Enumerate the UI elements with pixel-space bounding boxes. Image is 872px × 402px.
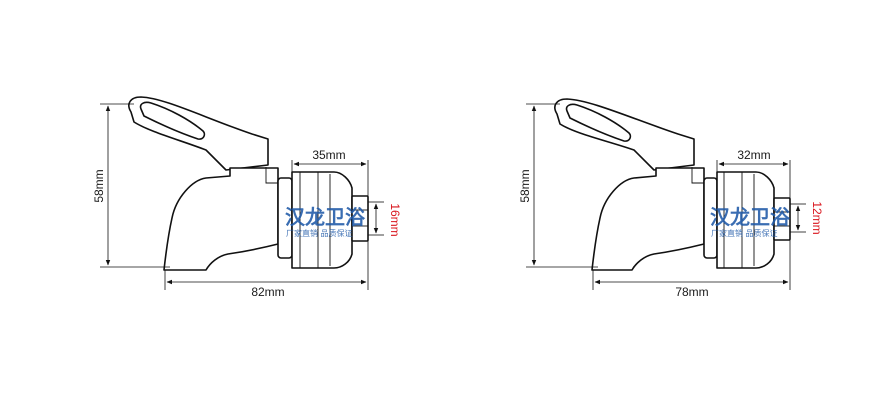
dimension-lines-right bbox=[526, 103, 806, 290]
watermark-subtitle-left: 厂家直销 品质保证 bbox=[286, 228, 353, 238]
faucet-outline-right bbox=[554, 98, 791, 271]
flange-label-right: 32mm bbox=[737, 148, 770, 162]
watermark-subtitle-right: 厂家直销 品质保证 bbox=[711, 228, 778, 238]
thread-label-right: 12mm bbox=[810, 201, 824, 234]
watermark-title-left: 汉龙卫浴 bbox=[285, 205, 366, 229]
faucet-outline-left bbox=[128, 96, 369, 271]
faucet-drawing-right: 58mm 78mm 32mm 12mm 汉龙卫浴 厂家直销 品质保证 bbox=[518, 98, 824, 299]
width-label-right: 78mm bbox=[675, 285, 708, 299]
height-label-left: 58mm bbox=[92, 169, 106, 202]
width-label-left: 82mm bbox=[251, 285, 284, 299]
faucet-drawing-left: 58mm 82mm 35mm 16mm 汉龙卫浴 厂家直销 品质保证 bbox=[92, 96, 402, 299]
watermark-title-right: 汉龙卫浴 bbox=[710, 205, 791, 229]
thread-label-left: 16mm bbox=[388, 203, 402, 236]
flange-label-left: 35mm bbox=[312, 148, 345, 162]
height-label-right: 58mm bbox=[518, 169, 532, 202]
dimension-lines-left bbox=[100, 103, 384, 290]
